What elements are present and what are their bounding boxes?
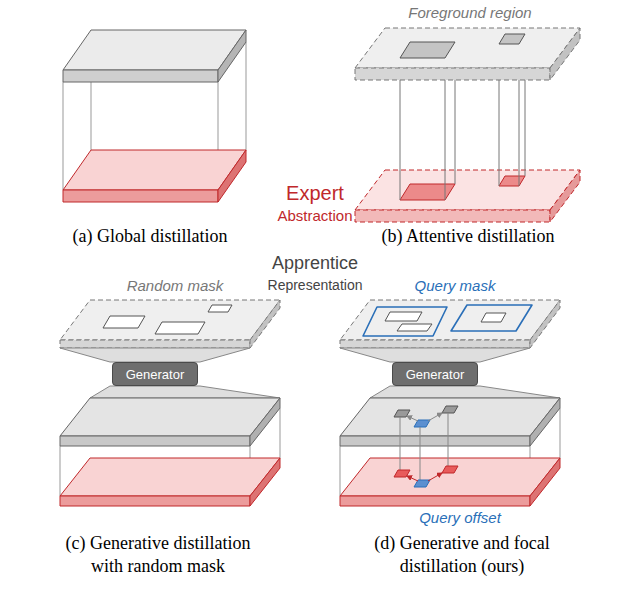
mask-label: Random mask <box>127 277 224 295</box>
generator-box: Generator <box>112 362 198 386</box>
group-label: Expert <box>286 181 344 205</box>
group-sublabel: Representation <box>268 277 363 294</box>
offset-label: Query offset <box>419 509 501 527</box>
panel-caption: (c) Generative distillation with random … <box>51 532 266 579</box>
node-text: Generator <box>406 367 465 382</box>
generator-box: Generator <box>392 362 478 386</box>
mask-label: Query mask <box>415 277 496 295</box>
panel-caption: (d) Generative and focal distillation (o… <box>355 532 570 579</box>
panel-caption: (a) Global distillation <box>73 226 228 248</box>
group-sublabel: Abstraction <box>277 207 352 225</box>
group-label: Apprentice <box>272 253 358 275</box>
node-text: Generator <box>126 367 185 382</box>
region-label: Foreground region <box>408 4 531 22</box>
panel-caption: (b) Attentive distillation <box>382 226 555 248</box>
